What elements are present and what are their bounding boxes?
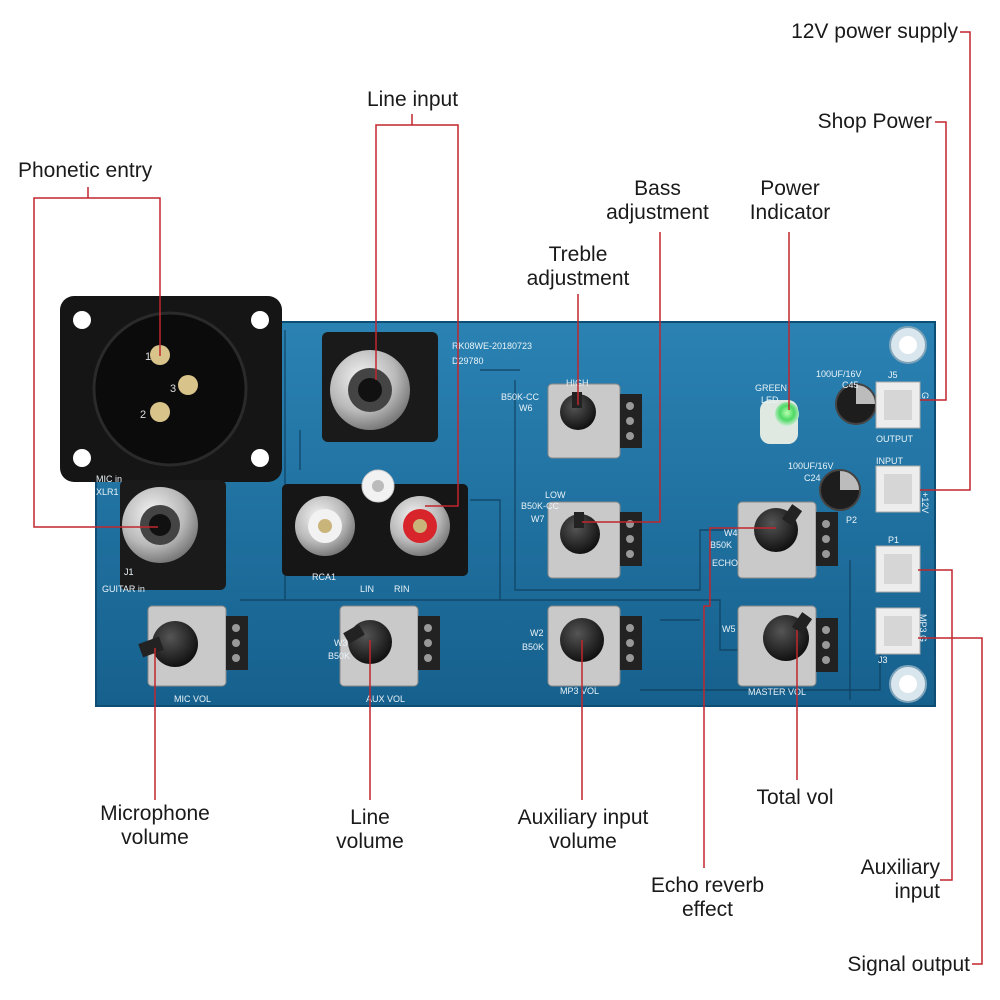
- leader-12v: [920, 31, 971, 491]
- terminal-j5: [875, 381, 921, 429]
- silk-rca1: RCA1: [312, 572, 336, 582]
- label-microphone-volume: Microphone volume: [100, 802, 210, 849]
- leader-signal-out: [918, 637, 983, 965]
- leader-lines: [33, 31, 983, 965]
- mounting-hole-bottom: [889, 665, 927, 703]
- silk-c45: C45: [842, 380, 859, 390]
- line-input-jack: [322, 332, 438, 442]
- label-signal-output: Signal output: [847, 953, 970, 976]
- xlr-pin-1: 1: [145, 351, 151, 363]
- silk-w7: W7: [531, 514, 545, 524]
- label-auxiliary-input: Auxiliary input: [860, 856, 940, 903]
- silk-mic-vol: MIC VOL: [174, 694, 211, 704]
- silk-lin: LIN: [360, 584, 374, 594]
- silk-p1: P1: [888, 535, 899, 545]
- silk-j5: J5: [888, 370, 898, 380]
- silk-w6: W6: [519, 403, 533, 413]
- silk-w5: W5: [722, 624, 736, 634]
- silk-w3: W3: [334, 638, 348, 648]
- label-echo-reverb-effect: Echo reverb effect: [650, 874, 765, 921]
- label-auxiliary-input-volume: Auxiliary input volume: [517, 806, 649, 853]
- silk-xlr1: XLR1: [96, 487, 119, 497]
- label-power-indicator: Power Indicator: [749, 177, 831, 224]
- label-line-input: Line input: [366, 88, 459, 111]
- leader-line-input: [375, 114, 459, 507]
- terminal-input: [875, 465, 921, 513]
- xlr-pin-3: 3: [170, 383, 176, 395]
- pot-echo: [737, 501, 838, 579]
- silk-cap1-spec: 100UF/16V: [816, 369, 862, 379]
- xlr-connector: 1 3 2: [60, 296, 282, 482]
- silk-guitar-in: GUITAR in: [102, 584, 145, 594]
- silk-j1: J1: [124, 567, 134, 577]
- silk-green: GREEN: [755, 383, 787, 393]
- silk-mic-in: MIC in: [96, 474, 122, 484]
- leader-aux-input: [918, 569, 953, 881]
- silk-b50k-aux: B50K: [328, 651, 350, 661]
- guitar-jack: [120, 480, 226, 590]
- mounting-hole-top: [889, 326, 927, 364]
- silk-model: RK08WE-20180723: [452, 341, 532, 351]
- silk-b50k-mp3: B50K: [522, 642, 544, 652]
- silk-w4: W4: [724, 528, 738, 538]
- silk-mp3g: MP3 G: [918, 614, 928, 642]
- leader-shop-power: [920, 121, 947, 401]
- silk-aux-vol: AUX VOL: [366, 694, 405, 704]
- silk-c24: C24: [804, 473, 821, 483]
- silk-output: OUTPUT: [876, 434, 914, 444]
- silk-w2: W2: [530, 628, 544, 638]
- silk-cap2-spec: 100UF/16V: [788, 461, 834, 471]
- silk-echo: ECHO: [712, 558, 738, 568]
- leader-echo: [703, 527, 776, 868]
- silk-mp3-vol: MP3 VOL: [560, 686, 599, 696]
- pot-bass: [547, 501, 642, 579]
- silk-input: INPUT: [876, 456, 904, 466]
- label-shop-power: Shop Power: [817, 110, 932, 133]
- terminal-p1: [875, 545, 921, 593]
- silk-master-vol: MASTER VOL: [748, 687, 806, 697]
- capacitor-c45: [835, 383, 877, 425]
- label-12v-power-supply: 12V power supply: [791, 20, 958, 43]
- silk-g: G: [920, 392, 930, 399]
- silk-b50k-cc-2: B50K-CC: [521, 501, 560, 511]
- xlr-pin-2: 2: [140, 409, 146, 421]
- silk-plus12v: +12V: [920, 492, 930, 513]
- silk-rin: RIN: [394, 584, 410, 594]
- label-bass-adjustment: Bass adjustment: [606, 177, 709, 224]
- silk-p2: P2: [846, 515, 857, 525]
- silk-low: LOW: [545, 490, 566, 500]
- capacitor-c24: [819, 469, 861, 511]
- label-total-vol: Total vol: [756, 786, 834, 809]
- silk-led: LED: [761, 395, 779, 405]
- silk-j3: J3: [878, 655, 888, 665]
- leader-phonetic: [33, 187, 161, 528]
- leader-bass: [582, 232, 661, 523]
- label-phonetic-entry: Phonetic entry: [18, 159, 153, 182]
- pot-aux: [339, 605, 440, 687]
- silk-b50k-cc-1: B50K-CC: [501, 392, 540, 402]
- label-treble-adjustment: Treble adjustment: [526, 243, 630, 290]
- silk-b50k-echo: B50K: [710, 540, 732, 550]
- power-led: [760, 400, 799, 444]
- terminal-j3: [875, 607, 921, 655]
- pot-mic: [138, 605, 248, 687]
- pot-treble: [547, 383, 642, 459]
- rca-jacks: [282, 469, 468, 576]
- label-line-volume: Line volume: [336, 806, 404, 853]
- silk-code: D29780: [452, 356, 484, 366]
